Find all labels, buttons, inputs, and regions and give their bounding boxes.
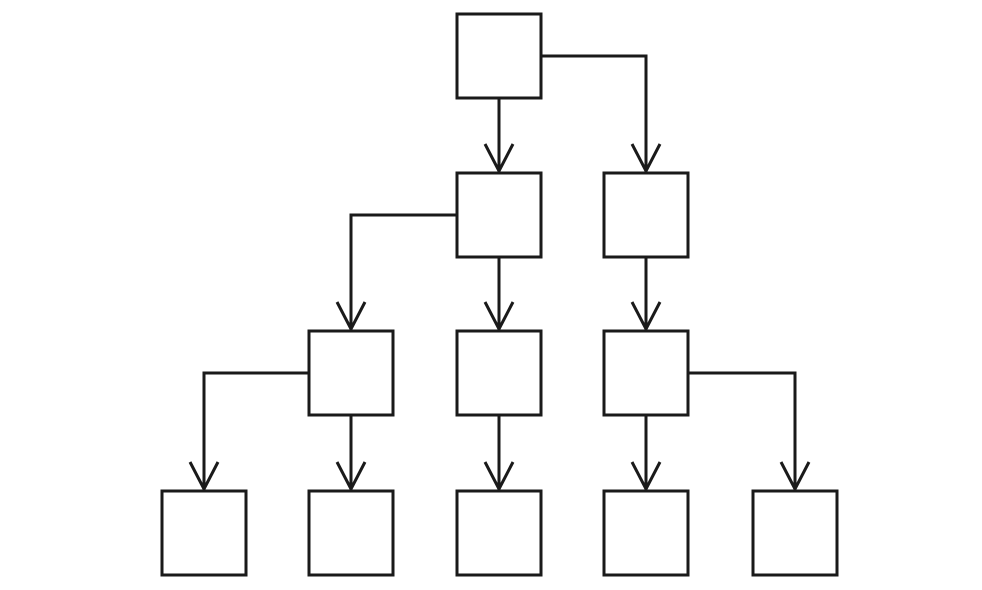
edges-layer <box>188 54 811 493</box>
edge-n-root-to-n-l1-a <box>483 98 515 175</box>
node-box <box>307 489 395 577</box>
arrowhead-icon <box>335 461 367 493</box>
arrowhead-icon <box>483 143 515 175</box>
node-box <box>455 489 543 577</box>
node-box <box>602 329 690 417</box>
tree-node-l3-e <box>751 489 839 577</box>
edge-n-l2-c-to-n-l3-d <box>630 415 662 493</box>
tree-node-root <box>455 12 543 100</box>
edge-n-l2-b-to-n-l3-c <box>483 415 515 493</box>
node-box <box>455 12 543 100</box>
arrowhead-icon <box>188 461 220 493</box>
arrowhead-icon <box>779 461 811 493</box>
edge-line <box>202 371 309 489</box>
arrowhead-icon <box>630 461 662 493</box>
node-box <box>307 329 395 417</box>
tree-node-l3-c <box>455 489 543 577</box>
edge-n-l2-a-to-n-l3-a <box>188 371 309 493</box>
arrowhead-icon <box>335 301 367 333</box>
node-box <box>602 171 690 259</box>
nodes-layer <box>160 12 839 577</box>
tree-node-l3-d <box>602 489 690 577</box>
edge-line <box>688 371 797 489</box>
node-box <box>160 489 248 577</box>
arrowhead-icon <box>630 143 662 175</box>
tree-node-l1-b <box>602 171 690 259</box>
arrowhead-icon <box>630 301 662 333</box>
edge-line <box>349 213 457 329</box>
edge-n-l1-a-to-n-l2-a <box>335 213 457 333</box>
tree-node-l1-a <box>455 171 543 259</box>
edge-n-l2-c-to-n-l3-e <box>688 371 811 493</box>
node-box <box>455 329 543 417</box>
edge-n-l1-a-to-n-l2-b <box>483 257 515 333</box>
tree-node-l2-c <box>602 329 690 417</box>
arrowhead-icon <box>483 461 515 493</box>
tree-node-l2-a <box>307 329 395 417</box>
edge-n-l1-b-to-n-l2-c <box>630 257 662 333</box>
arrowhead-icon <box>483 301 515 333</box>
node-box <box>455 171 543 259</box>
node-box <box>751 489 839 577</box>
tree-node-l2-b <box>455 329 543 417</box>
node-box <box>602 489 690 577</box>
edge-n-root-to-n-l1-b <box>541 54 662 175</box>
tree-node-l3-a <box>160 489 248 577</box>
edge-line <box>541 54 648 171</box>
edge-n-l2-a-to-n-l3-b <box>335 415 367 493</box>
tree-node-l3-b <box>307 489 395 577</box>
